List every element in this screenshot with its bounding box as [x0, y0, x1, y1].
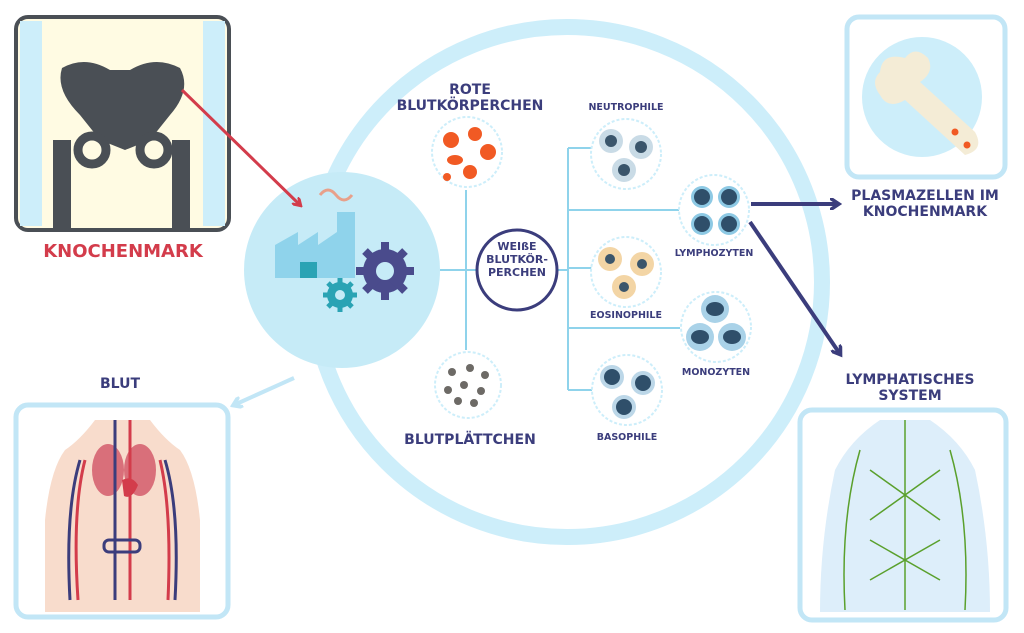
plasma-cells-line1: PLASMAZELLEN IM — [851, 188, 999, 204]
lymph-arrow — [748, 220, 840, 354]
monocytes-label: MONOZYTEN — [681, 367, 751, 378]
eosinophils-icon — [590, 236, 662, 308]
white-cells-line3: PERCHEN — [487, 266, 547, 279]
red-cells-line1: ROTE — [449, 82, 491, 98]
pelvis-bone-icon — [14, 15, 231, 232]
lymphatic-line1: LYMPHATISCHES — [845, 372, 975, 388]
circulatory-system-icon — [13, 402, 231, 620]
platelets-label: BLUTPLÄTTCHEN — [404, 432, 536, 448]
lymphocytes-icon — [678, 174, 750, 246]
eosinophils-label: EOSINOPHILE — [590, 310, 662, 321]
lymphatic-system-icon — [797, 407, 1009, 623]
lymphatic-system-label: LYMPHATISCHES SYSTEM — [820, 372, 1000, 404]
lymphocytes-label: LYMPHOZYTEN — [674, 248, 754, 259]
plasma-cells-line2: KNOCHENMARK — [862, 204, 988, 220]
white-cells-line1: WEIßE — [497, 240, 537, 253]
red-cells-label: ROTE BLUTKÖRPERCHEN — [395, 82, 545, 114]
blood-label: BLUT — [99, 376, 140, 392]
bone-marrow-label: KNOCHENMARK — [43, 241, 203, 262]
white-cells-circle — [475, 228, 559, 312]
basophils-icon — [591, 354, 663, 426]
neutrophils-label: NEUTROPHILE — [588, 102, 664, 113]
plasma-cells-label: PLASMAZELLEN IM KNOCHENMARK — [830, 188, 1020, 220]
factory-gears-icon — [244, 172, 440, 368]
connector-lines — [440, 147, 680, 391]
lymphatic-line2: SYSTEM — [878, 388, 942, 404]
neutrophils-icon — [590, 118, 662, 190]
white-cells-line2: BLUTKÖR- — [486, 253, 548, 266]
red-arrow — [180, 88, 300, 205]
bone-icon — [844, 14, 1008, 180]
blood-arrow — [234, 376, 295, 405]
platelets-icon — [434, 351, 502, 419]
red-blood-cells-icon — [431, 116, 503, 188]
basophils-label: BASOPHILE — [596, 432, 658, 443]
white-cells-label: WEIßE BLUTKÖR- PERCHEN — [477, 240, 557, 279]
red-cells-line2: BLUTKÖRPERCHEN — [396, 98, 544, 114]
monocytes-icon — [680, 291, 752, 363]
